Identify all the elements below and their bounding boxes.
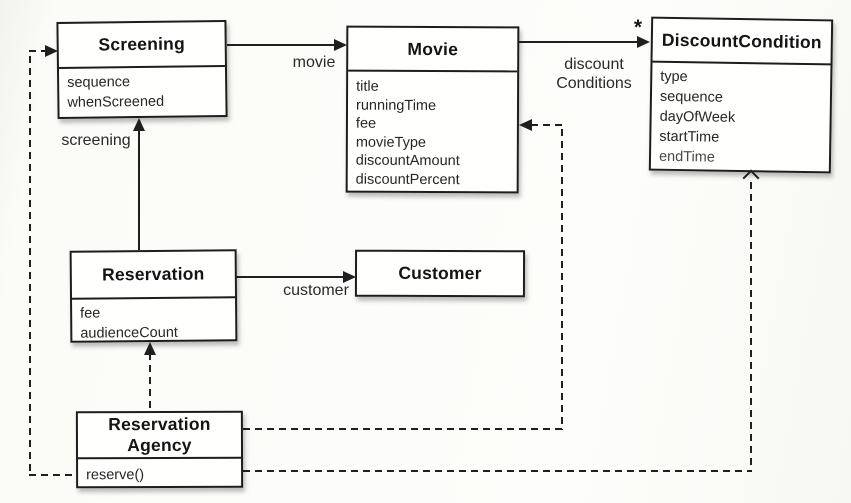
attribute: audienceCount	[80, 324, 178, 342]
class-title-line: Reservation	[108, 413, 211, 435]
arrowhead-left-icon	[519, 119, 532, 131]
class-title: Reservation Agency	[78, 413, 241, 458]
multiplicity-star: *	[633, 16, 643, 39]
class-title: DiscountCondition	[661, 29, 822, 52]
movie-discountcondition-association-line	[519, 41, 640, 44]
agency-discountcondition-dependency-segment	[750, 182, 753, 471]
association-label-movie: movie	[292, 54, 336, 71]
reservation-screening-association-line	[138, 129, 141, 250]
class-title: Reservation	[102, 263, 205, 285]
screening-movie-association-line	[227, 44, 337, 47]
class-title-line: Agency	[127, 434, 192, 456]
agency-movie-dependency-segment	[531, 124, 562, 127]
agency-screening-dependency-segment	[29, 56, 32, 475]
class-box-customer: Customer	[354, 249, 526, 298]
association-label-discount-conditions: discount Conditions	[543, 55, 645, 93]
attribute: discountPercent	[355, 171, 460, 188]
operation: reserve()	[86, 467, 145, 484]
agency-screening-dependency-segment	[29, 474, 76, 477]
class-box-reservation-agency: Reservation Agency reserve()	[75, 410, 244, 490]
attribute-list: type sequence dayOfWeek startTime endTim…	[651, 63, 831, 172]
class-box-screening: Screening sequence whenScreened	[56, 19, 228, 120]
association-label-screening: screening	[61, 132, 131, 149]
agency-movie-dependency-segment	[561, 129, 564, 430]
class-box-reservation: Reservation fee audienceCount	[69, 249, 238, 345]
attribute: title	[356, 78, 379, 95]
class-title: Movie	[407, 38, 459, 59]
attribute: fee	[80, 305, 101, 322]
operation-list: reserve()	[78, 459, 241, 490]
class-box-movie: Movie title runningTime fee movieType di…	[345, 25, 520, 194]
attribute: movieType	[355, 134, 427, 151]
label-line: discount	[564, 56, 624, 73]
reservation-customer-association-line	[236, 276, 346, 279]
attribute: sequence	[67, 74, 131, 91]
class-box-discount-condition: DiscountCondition type sequence dayOfWee…	[648, 16, 834, 174]
attribute: runningTime	[355, 97, 437, 114]
attribute-list: title runningTime fee movieType discount…	[348, 72, 518, 192]
class-title: Screening	[98, 33, 186, 55]
agency-reservation-dependency-line	[149, 353, 152, 411]
agency-movie-dependency-segment	[243, 428, 563, 431]
class-title: Customer	[398, 262, 482, 284]
attribute: startTime	[659, 128, 720, 146]
attribute: sequence	[659, 88, 723, 106]
label-line: Conditions	[556, 75, 632, 92]
attribute: endTime	[658, 148, 716, 166]
agency-screening-dependency-segment	[29, 50, 46, 53]
attribute-list: fee audienceCount	[72, 298, 235, 345]
arrowhead-right-icon	[334, 39, 347, 51]
arrowhead-up-icon	[133, 118, 145, 131]
arrowhead-right-icon	[45, 45, 58, 57]
attribute: whenScreened	[67, 93, 165, 111]
arrowhead-up-icon	[144, 342, 156, 355]
attribute: fee	[355, 115, 377, 132]
arrowhead-right-icon	[637, 36, 650, 48]
attribute: discountAmount	[355, 152, 460, 170]
agency-discountcondition-dependency-segment	[243, 470, 752, 473]
attribute: dayOfWeek	[659, 108, 736, 126]
association-label-customer: customer	[283, 282, 349, 299]
arrowhead-right-icon	[343, 271, 356, 283]
attribute-list: sequence whenScreened	[59, 67, 226, 115]
attribute: type	[660, 68, 688, 86]
